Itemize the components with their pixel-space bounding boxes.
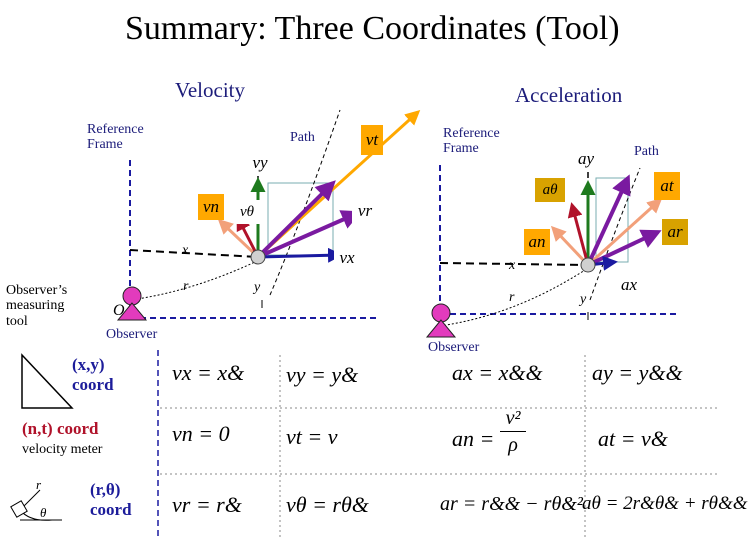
velocity-particle bbox=[250, 249, 266, 265]
xy-ruler-icon bbox=[21, 353, 74, 409]
velocity-radius-label: r bbox=[183, 279, 189, 294]
xy-coord-line1: (x,y) bbox=[72, 355, 105, 374]
acceleration-heading: Acceleration bbox=[515, 83, 623, 107]
velocity-v-arrow bbox=[256, 180, 336, 259]
acceleration-reference-frame-line2: Frame bbox=[443, 141, 479, 157]
diagram-canvas bbox=[10, 109, 720, 540]
xy-coord-label: (x,y) coord bbox=[72, 355, 114, 396]
acceleration-at-arrow bbox=[586, 197, 663, 267]
velocity-vr-arrow bbox=[257, 210, 362, 259]
eq-vtheta: vθ = rθ& bbox=[286, 492, 369, 517]
vn-label: vn bbox=[198, 194, 224, 220]
eq-ar: ar = r&& − rθ&² bbox=[440, 493, 583, 515]
velocity-radius-arc bbox=[129, 261, 256, 301]
atheta-label: aθ bbox=[535, 178, 565, 202]
page-title: Summary: Three Coordinates (Tool) bbox=[125, 10, 620, 47]
velocity-reference-frame-label: Reference Frame bbox=[87, 122, 144, 153]
rtheta-coord-line1: (r,θ) bbox=[90, 480, 121, 499]
eq-an-denominator: ρ bbox=[508, 434, 518, 456]
acceleration-path-label: Path bbox=[634, 144, 659, 159]
acceleration-diagram bbox=[439, 165, 680, 327]
rtheta-coord-label: (r,θ) coord bbox=[90, 480, 132, 521]
acceleration-particle bbox=[580, 257, 596, 273]
velocity-vx-arrow bbox=[257, 247, 343, 263]
velocity-diagram bbox=[129, 109, 421, 319]
eq-ax: ax = x&& bbox=[452, 360, 543, 385]
eq-at: at = v& bbox=[598, 426, 668, 451]
observer-tool-line1: Observer’s bbox=[6, 283, 68, 298]
acceleration-x-axis bbox=[439, 262, 589, 266]
velocity-reference-frame-line2: Frame bbox=[87, 137, 123, 153]
eq-vr: vr = r& bbox=[172, 492, 242, 517]
velocity-x-axis bbox=[129, 249, 259, 258]
ax-label: ax bbox=[614, 272, 644, 298]
acceleration-ar-arrow bbox=[587, 229, 662, 267]
velocity-reference-frame-line1: Reference bbox=[87, 122, 144, 137]
acceleration-x-axis-label: x bbox=[509, 258, 516, 273]
observer-tool-line2: measuring bbox=[6, 298, 65, 314]
acceleration-a-arrow bbox=[586, 174, 631, 266]
observer-tool-label: Observer’s measuring tool bbox=[6, 283, 67, 329]
at-label: at bbox=[654, 172, 680, 200]
rtheta-coord-line2: coord bbox=[90, 500, 132, 520]
acceleration-reference-frame-line1: Reference bbox=[443, 126, 500, 141]
acceleration-radius-arc bbox=[439, 269, 586, 327]
eq-vy: vy = y& bbox=[286, 362, 359, 387]
ar-label: ar bbox=[662, 219, 688, 245]
xy-coord-line2: coord bbox=[72, 375, 114, 395]
eq-atheta: aθ = 2r&θ& + rθ&& bbox=[582, 493, 748, 514]
ay-label: ay bbox=[573, 146, 599, 172]
eq-vt: vt = v bbox=[286, 424, 338, 449]
vt-label: vt bbox=[361, 125, 383, 155]
vy-label: vy bbox=[247, 150, 273, 176]
acceleration-reference-frame-label: Reference Frame bbox=[443, 126, 500, 157]
an-label: an bbox=[524, 229, 550, 255]
acceleration-y-axis-label: y bbox=[580, 292, 587, 307]
eq-an-fraction: v² ρ bbox=[500, 408, 526, 455]
eq-vn: vn = 0 bbox=[172, 421, 230, 446]
velocity-y-axis-label: y bbox=[254, 280, 261, 295]
acceleration-observer-label: Observer bbox=[428, 340, 480, 355]
vx-label: vx bbox=[334, 245, 360, 271]
velocity-heading: Velocity bbox=[175, 78, 245, 102]
velocity-x-axis-label: x bbox=[182, 243, 189, 258]
velocity-meter-label: velocity meter bbox=[22, 442, 103, 457]
observer-marker-triangle bbox=[116, 302, 148, 321]
observer-tool-line3: tool bbox=[6, 313, 28, 329]
rtheta-meter-r-label: r bbox=[36, 477, 42, 492]
rtheta-meter-theta-label: θ bbox=[40, 505, 47, 520]
eq-an-numerator: v² bbox=[500, 408, 526, 432]
acceleration-an-arrow bbox=[550, 225, 590, 267]
eq-an-lhs: an = bbox=[452, 426, 495, 451]
nt-coord-label: (n,t) coord bbox=[22, 419, 99, 438]
acceleration-path-curve bbox=[589, 167, 641, 301]
velocity-path-label: Path bbox=[290, 130, 315, 145]
eq-ay: ay = y&& bbox=[592, 360, 683, 385]
eq-vx: vx = x& bbox=[172, 360, 245, 385]
observer-marker-label: O bbox=[113, 302, 125, 319]
acceleration-radius-label: r bbox=[509, 290, 515, 305]
velocity-observer-label: Observer bbox=[106, 327, 158, 342]
velocity-vn-arrow bbox=[217, 218, 260, 259]
vtheta-label: vθ bbox=[234, 200, 260, 224]
rtheta-meter-body bbox=[10, 500, 28, 518]
vr-label: vr bbox=[352, 198, 378, 224]
observer-marker-triangle-2 bbox=[425, 319, 457, 338]
acceleration-atheta-arrow bbox=[567, 202, 590, 266]
